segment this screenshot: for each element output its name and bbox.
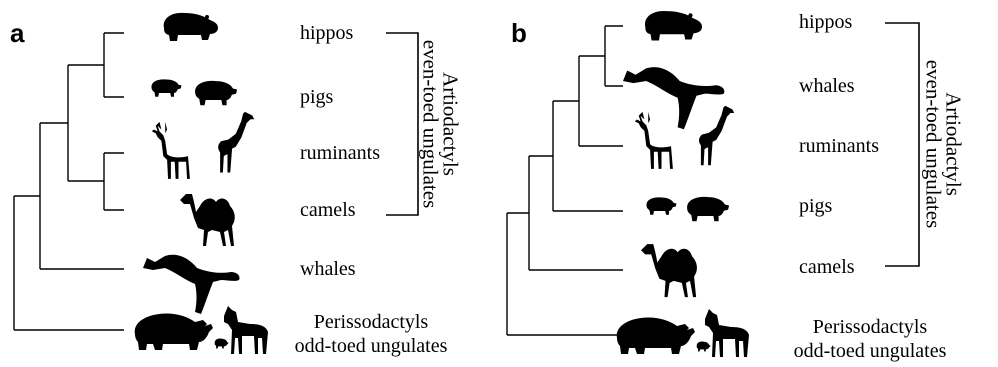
panel-a-animals — [135, 13, 268, 354]
label-perissodactyls-line2: odd-toed ungulates — [775, 341, 965, 361]
label-hippos: hippos — [300, 23, 353, 43]
panel-b-animals — [617, 11, 749, 357]
label-perissodactyls-line1: Perissodactyls — [775, 317, 965, 337]
pig-silhouette-icon — [152, 79, 182, 96]
zebra-silhouette-icon — [705, 309, 749, 357]
deer-silhouette-icon — [635, 112, 673, 169]
label-whales: whales — [300, 259, 356, 279]
label-perissodactyls-line1: Perissodactyls — [276, 312, 466, 332]
label-camels: camels — [799, 257, 855, 277]
label-perissodactyls-line2: odd-toed ungulates — [276, 336, 466, 356]
zebra-silhouette-icon — [224, 306, 268, 354]
label-even-toed-a-line2: even-toed ungulates — [420, 40, 441, 209]
camel-silhouette-icon — [641, 244, 697, 297]
pig-silhouette-icon — [195, 81, 237, 105]
panel-a-branches — [14, 33, 124, 330]
pig-silhouette-icon — [687, 197, 729, 221]
label-perissodactyls: Perissodactyls odd-toed ungulates — [276, 312, 466, 356]
label-camels: camels — [300, 200, 356, 220]
camel-silhouette-icon — [180, 194, 235, 246]
rhino-silhouette-icon — [617, 317, 695, 354]
label-ruminants: ruminants — [300, 143, 380, 163]
giraffe-silhouette-icon — [699, 106, 734, 165]
piglet-silhouette-icon — [215, 339, 229, 349]
panel-a: a — [0, 0, 499, 367]
label-even-toed-b-line2: even-toed ungulates — [923, 60, 944, 229]
label-pigs: pigs — [799, 196, 832, 216]
giraffe-silhouette-icon — [218, 112, 254, 173]
hippo-silhouette-icon — [645, 11, 702, 41]
label-artiodactyls-b-line1: Artiodactyls — [943, 92, 964, 196]
label-whales: whales — [799, 76, 855, 96]
rhino-silhouette-icon — [135, 313, 213, 350]
whale-silhouette-icon — [143, 255, 240, 314]
label-hippos: hippos — [799, 12, 852, 32]
panel-b-branches — [507, 26, 623, 335]
label-artiodactyls-a-line1: Artiodactyls — [440, 72, 461, 176]
hippo-silhouette-icon — [164, 13, 218, 41]
deer-silhouette-icon — [152, 122, 190, 179]
whale-silhouette-icon — [623, 67, 724, 129]
panel-b: b — [499, 0, 998, 367]
pig-silhouette-icon — [647, 197, 677, 214]
label-perissodactyls: Perissodactyls odd-toed ungulates — [775, 317, 965, 361]
label-pigs: pigs — [300, 87, 333, 107]
label-ruminants: ruminants — [799, 136, 879, 156]
label-even-toed-a: even-toed ungulates — [402, 14, 442, 234]
piglet-silhouette-icon — [697, 342, 711, 352]
label-even-toed-b: even-toed ungulates — [905, 34, 945, 254]
